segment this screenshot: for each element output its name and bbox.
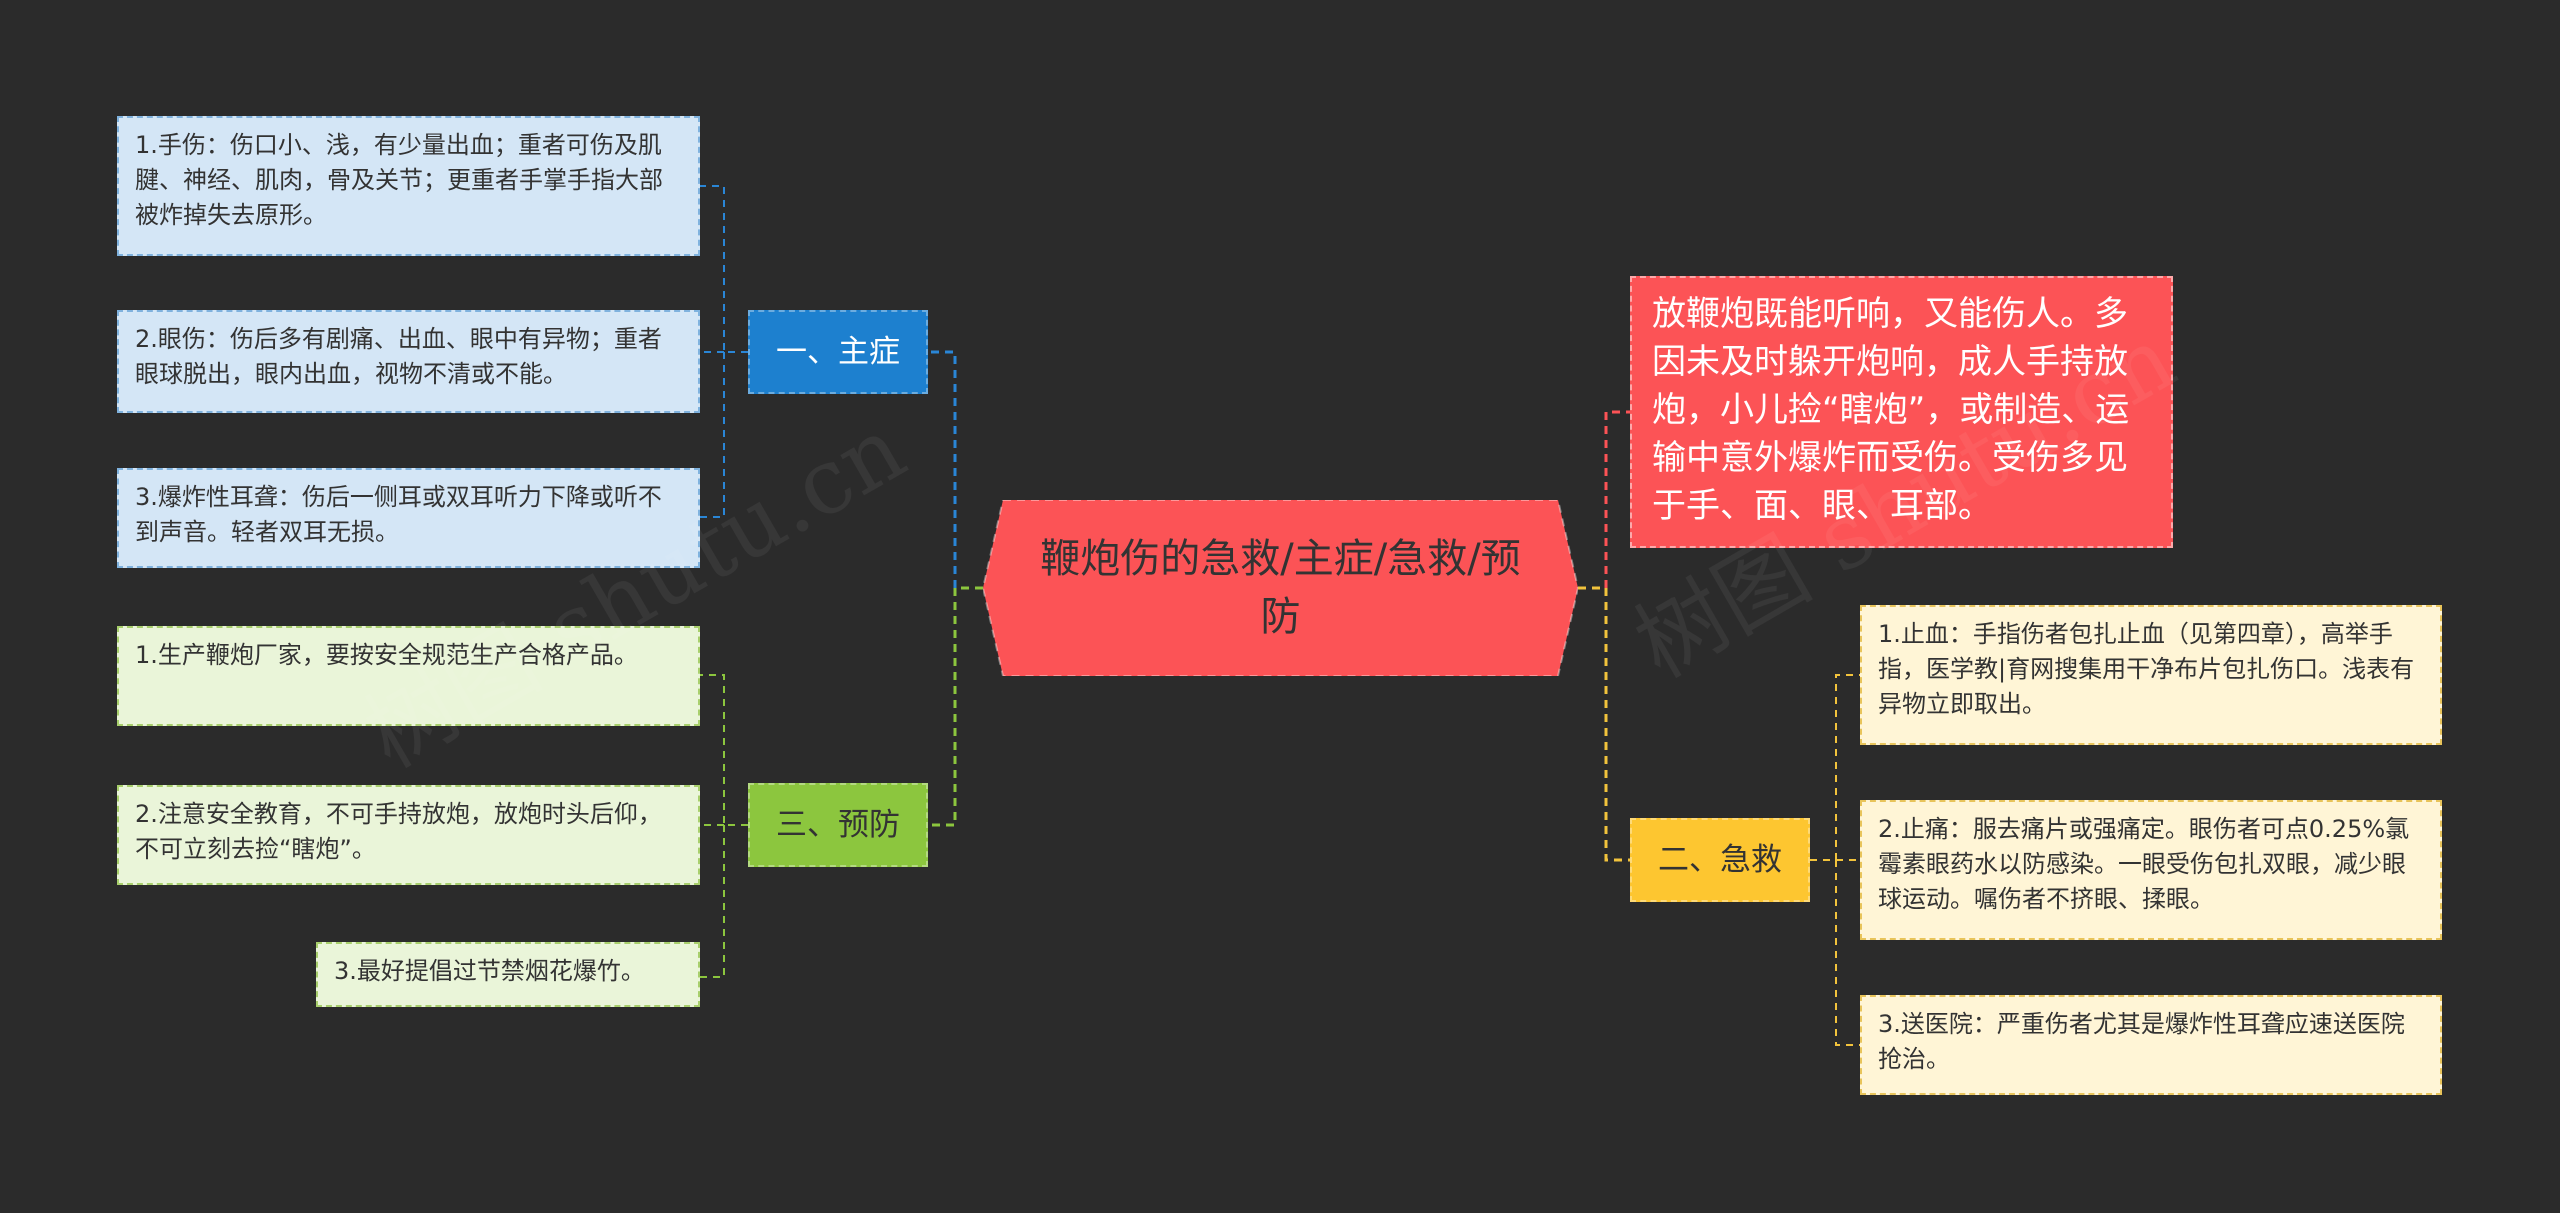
central-topic[interactable]: 鞭炮伤的急救/主症/急救/预防 (983, 500, 1578, 676)
link-central-b3 (928, 586, 983, 827)
link-central-b2 (1578, 586, 1630, 862)
branch-label: 二、急救 (1658, 842, 1782, 878)
branch-main-symptoms[interactable]: 一、主症 (748, 310, 928, 394)
leaf-text: 2.眼伤：伤后多有剧痛、出血、眼中有异物；重者眼球脱出，眼内出血，视物不清或不能… (135, 325, 662, 388)
leaf-text: 1.手伤：伤口小、浅，有少量出血；重者可伤及肌腱、神经、肌肉，骨及关节；更重者手… (135, 131, 663, 229)
link-b3-leaves (700, 674, 748, 978)
leaf-text: 2.止痛：服去痛片或强痛定。眼伤者可点0.25%氯霉素眼药水以防感染。一眼受伤包… (1878, 815, 2410, 913)
leaf-text: 3.爆炸性耳聋：伤后一侧耳或双耳听力下降或听不到声音。轻者双耳无损。 (135, 483, 662, 546)
leaf-blast-deafness[interactable]: 3.爆炸性耳聋：伤后一侧耳或双耳听力下降或听不到声音。轻者双耳无损。 (117, 468, 700, 568)
leaf-text: 2.注意安全教育，不可手持放炮，放炮时头后仰，不可立刻去捡“瞎炮”。 (135, 800, 662, 863)
description-text: 放鞭炮既能听响，又能伤人。多因未及时躲开炮响，成人手持放炮，小儿捡“瞎炮”，或制… (1652, 294, 2130, 526)
branch-prevention[interactable]: 三、预防 (748, 783, 928, 867)
leaf-ban-fireworks[interactable]: 3.最好提倡过节禁烟花爆竹。 (316, 942, 700, 1007)
leaf-text: 1.生产鞭炮厂家，要按安全规范生产合格产品。 (135, 641, 638, 669)
leaf-pain-relief[interactable]: 2.止痛：服去痛片或强痛定。眼伤者可点0.25%氯霉素眼药水以防感染。一眼受伤包… (1860, 800, 2442, 940)
central-title: 鞭炮伤的急救/主症/急救/预防 (1040, 536, 1521, 640)
link-b1-leaves (700, 185, 748, 518)
leaf-safety-education[interactable]: 2.注意安全教育，不可手持放炮，放炮时头后仰，不可立刻去捡“瞎炮”。 (117, 785, 700, 885)
description-box[interactable]: 放鞭炮既能听响，又能伤人。多因未及时躲开炮响，成人手持放炮，小儿捡“瞎炮”，或制… (1630, 276, 2173, 548)
leaf-text: 3.送医院：严重伤者尤其是爆炸性耳聋应速送医院抢治。 (1878, 1010, 2405, 1073)
branch-label: 一、主症 (776, 334, 900, 370)
leaf-stop-bleeding[interactable]: 1.止血：手指伤者包扎止血（见第四章），高举手指，医学教|育网搜集用干净布片包扎… (1860, 605, 2442, 745)
leaf-text: 1.止血：手指伤者包扎止血（见第四章），高举手指，医学教|育网搜集用干净布片包扎… (1878, 620, 2415, 718)
link-b2-leaves (1810, 674, 1860, 1046)
link-central-b1 (928, 350, 983, 590)
link-central-desc (1578, 410, 1630, 590)
branch-label: 三、预防 (776, 807, 900, 843)
leaf-text: 3.最好提倡过节禁烟花爆竹。 (334, 957, 645, 985)
leaf-eye-injury[interactable]: 2.眼伤：伤后多有剧痛、出血、眼中有异物；重者眼球脱出，眼内出血，视物不清或不能… (117, 310, 700, 413)
central-shape (983, 500, 1578, 676)
leaf-send-hospital[interactable]: 3.送医院：严重伤者尤其是爆炸性耳聋应速送医院抢治。 (1860, 995, 2442, 1095)
branch-first-aid[interactable]: 二、急救 (1630, 818, 1810, 902)
leaf-safe-production[interactable]: 1.生产鞭炮厂家，要按安全规范生产合格产品。 (117, 626, 700, 726)
leaf-hand-injury[interactable]: 1.手伤：伤口小、浅，有少量出血；重者可伤及肌腱、神经、肌肉，骨及关节；更重者手… (117, 116, 700, 256)
